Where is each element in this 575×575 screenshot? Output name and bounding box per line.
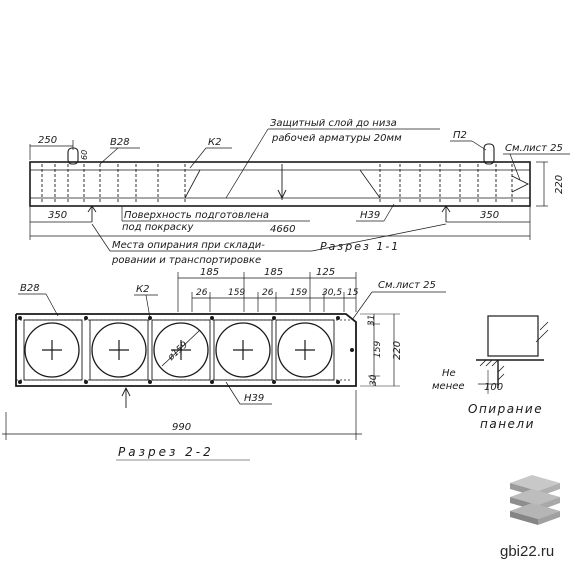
wall-hatch — [479, 359, 505, 381]
panel-outline-long — [29, 161, 531, 207]
dim-15: 15 — [347, 288, 359, 298]
dim-185-a: 185 — [200, 267, 219, 278]
note-cover-2: рабочей арматуры 20мм — [271, 132, 402, 144]
note-cover: Защитный слой до низа — [270, 118, 397, 129]
label-b28-long: В28 — [110, 137, 130, 148]
dim-159-v: 159 — [373, 341, 383, 358]
dim-31: 31 — [367, 315, 377, 326]
watermark: gbi22.ru — [500, 475, 560, 560]
dim-30-5: 30,5 — [322, 288, 342, 298]
support-detail: Не менее 100 Опирание панели — [432, 315, 549, 431]
panel-end — [487, 315, 539, 357]
section-2-title: Разрез 2-2 — [118, 445, 214, 459]
label-d159: ø159 — [166, 340, 190, 363]
note-surface: Поверхность подготовлена — [124, 210, 269, 221]
support-title-2: панели — [480, 417, 535, 431]
dim-159-a: 159 — [228, 288, 245, 298]
dim-26-b: 26 — [262, 288, 274, 298]
dim-185-b: 185 — [264, 267, 283, 278]
dim-30: 30 — [369, 374, 379, 386]
logo-stack-icon — [510, 475, 560, 525]
dim-350-right: 350 — [480, 210, 499, 221]
watermark-site: gbi22.ru — [500, 543, 554, 560]
dim-350-left: 350 — [48, 210, 67, 221]
label-sheet-long: См.лист 25 — [505, 143, 563, 154]
note-support: Места опирания при склади- — [112, 240, 265, 251]
label-b28-cross: В28 — [20, 283, 40, 294]
section-1-title: Разрез 1-1 — [320, 240, 400, 253]
label-p2: П2 — [453, 130, 467, 141]
dim-4660: 4660 — [270, 224, 295, 235]
cage-verticals — [41, 164, 513, 204]
section-2-2: ø159 В28 К2 185 185 125 26 159 26 159 30… — [2, 267, 446, 461]
panel-outline-cross — [15, 313, 357, 387]
dim-220-cross: 220 — [392, 341, 403, 360]
voids — [23, 319, 335, 381]
label-sheet-cross: См.лист 25 — [378, 280, 436, 291]
label-n39-long: Н39 — [360, 210, 380, 221]
rebar-dots — [18, 316, 354, 384]
dim-990: 990 — [172, 422, 191, 433]
dim-125: 125 — [316, 267, 335, 278]
dim-220-long: 220 — [554, 175, 565, 194]
label-k2-cross: К2 — [136, 284, 149, 295]
note-min-2: менее — [432, 381, 465, 392]
support-title: Опирание — [468, 402, 543, 416]
label-k2-long: К2 — [208, 137, 221, 148]
note-min: Не — [442, 368, 456, 379]
note-support-2: ровании и транспортировке — [111, 255, 261, 266]
dim-26-a: 26 — [196, 288, 208, 298]
lifting-loop-right — [483, 143, 495, 165]
dim-159-b: 159 — [290, 288, 307, 298]
label-n39-cross: Н39 — [244, 393, 264, 404]
section-1-1: 250 60 В28 К2 Защитный слой до низа рабо… — [29, 118, 570, 266]
dim-250: 250 — [38, 135, 57, 146]
dim-100: 100 — [484, 382, 503, 393]
note-surface-2: под покраску — [122, 222, 194, 233]
dim-60: 60 — [80, 150, 89, 160]
